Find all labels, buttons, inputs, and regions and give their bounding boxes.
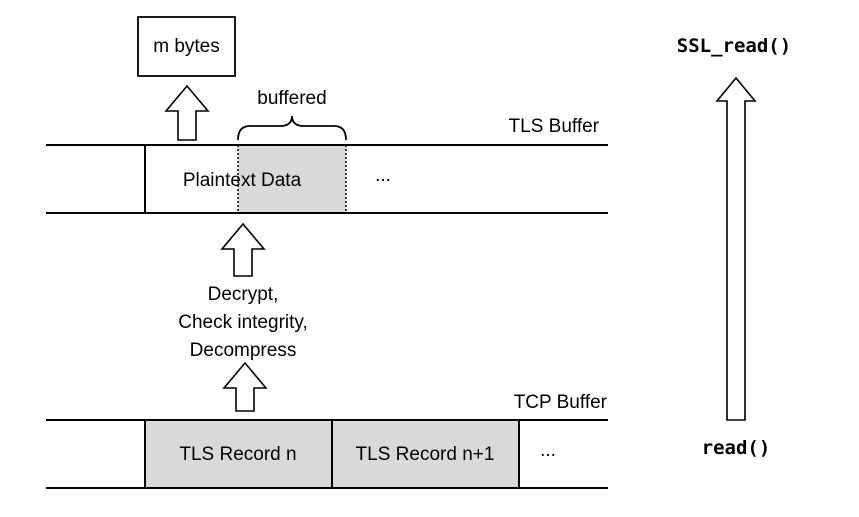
buffered-label: buffered: [257, 88, 326, 109]
ssl-read-label: SSL_read(): [677, 35, 791, 57]
m-bytes-label: m bytes: [153, 36, 220, 57]
m-bytes-box: [137, 16, 236, 77]
long-up-arrow-icon: [715, 76, 757, 421]
up-arrow-to-tls-buffer-icon: [220, 222, 266, 277]
buffered-brace: [237, 115, 347, 141]
tcp-buffer-title: TCP Buffer: [514, 392, 608, 413]
read-label: read(): [702, 437, 771, 459]
tls-record-n-box: [144, 419, 333, 489]
tls-record-n-plus-1-label: TLS Record n+1: [356, 444, 495, 465]
plaintext-data-label: Plaintext Data: [183, 170, 302, 191]
tls-record-n-label: TLS Record n: [179, 444, 296, 465]
tls-buffer-ellipsis: ...: [375, 165, 391, 186]
check-integrity-label: Check integrity,: [178, 312, 308, 333]
up-arrow-to-m-bytes-icon: [164, 84, 210, 141]
decrypt-label: Decrypt,: [208, 284, 279, 305]
decompress-label: Decompress: [190, 340, 297, 361]
up-arrow-from-tcp-buffer-icon: [222, 361, 268, 412]
tcp-buffer-ellipsis: ...: [540, 440, 556, 461]
tls-buffer-title: TLS Buffer: [509, 116, 600, 137]
buffered-plaintext-region: [238, 145, 346, 213]
